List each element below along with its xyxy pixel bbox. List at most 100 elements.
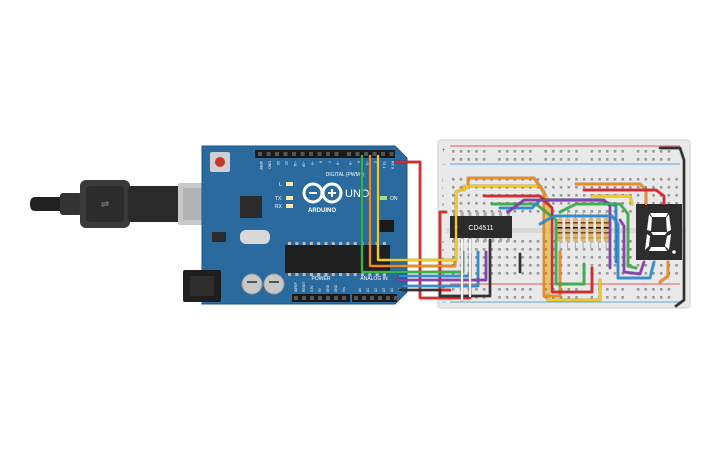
breadboard-hole[interactable]: [659, 202, 663, 205]
rail-hole[interactable]: [498, 288, 501, 291]
breadboard-hole[interactable]: [544, 272, 547, 275]
rail-hole[interactable]: [606, 296, 609, 299]
breadboard-hole[interactable]: [629, 256, 632, 259]
rail-hole[interactable]: [613, 150, 617, 153]
breadboard-hole[interactable]: [475, 248, 478, 251]
breadboard-hole[interactable]: [675, 264, 678, 267]
rail-hole[interactable]: [467, 288, 470, 291]
header-hole[interactable]: [310, 296, 314, 300]
breadboard-hole[interactable]: [636, 202, 640, 205]
breadboard-hole[interactable]: [452, 248, 455, 251]
rail-hole[interactable]: [636, 288, 640, 291]
wire-red[interactable]: [438, 210, 452, 292]
breadboard-hole[interactable]: [559, 194, 563, 197]
breadboard-hole[interactable]: [475, 202, 478, 205]
breadboard-hole[interactable]: [606, 256, 609, 259]
breadboard-hole[interactable]: [498, 248, 501, 251]
seven-segment-display[interactable]: 8: [0, 0, 682, 260]
header-hole[interactable]: [389, 152, 394, 156]
breadboard-hole[interactable]: [567, 202, 571, 205]
rail-hole[interactable]: [521, 296, 524, 299]
breadboard-hole[interactable]: [598, 186, 601, 189]
rail-hole[interactable]: [621, 296, 624, 299]
breadboard-hole[interactable]: [505, 272, 509, 275]
header-hole[interactable]: [386, 296, 390, 300]
breadboard-hole[interactable]: [621, 256, 624, 259]
rail-hole[interactable]: [513, 288, 517, 291]
breadboard-hole[interactable]: [590, 210, 594, 213]
rail-hole[interactable]: [513, 296, 517, 299]
breadboard-hole[interactable]: [652, 194, 655, 197]
cd4511-chip[interactable]: CD4511: [450, 212, 512, 242]
breadboard-hole[interactable]: [467, 256, 470, 259]
rail-hole[interactable]: [598, 150, 601, 153]
breadboard-hole[interactable]: [598, 248, 601, 251]
rail-hole[interactable]: [505, 150, 509, 153]
rail-hole[interactable]: [475, 158, 478, 161]
breadboard-hole[interactable]: [536, 272, 540, 275]
header-hole[interactable]: [275, 152, 279, 156]
breadboard-hole[interactable]: [521, 210, 524, 213]
breadboard-hole[interactable]: [636, 186, 640, 189]
breadboard-hole[interactable]: [552, 248, 555, 251]
breadboard-hole[interactable]: [621, 210, 624, 213]
breadboard-hole[interactable]: [475, 194, 478, 197]
breadboard-hole[interactable]: [529, 264, 532, 267]
breadboard-hole[interactable]: [559, 248, 563, 251]
breadboard-hole[interactable]: [582, 248, 586, 251]
breadboard-hole[interactable]: [667, 194, 671, 197]
breadboard-hole[interactable]: [675, 178, 678, 181]
breadboard-hole[interactable]: [659, 264, 663, 267]
rail-hole[interactable]: [559, 158, 563, 161]
breadboard-hole[interactable]: [675, 186, 678, 189]
breadboard-hole[interactable]: [575, 256, 578, 259]
wire-green[interactable]: [558, 202, 638, 270]
rail-hole[interactable]: [452, 158, 455, 161]
breadboard-hole[interactable]: [552, 178, 555, 181]
breadboard-hole[interactable]: [575, 248, 578, 251]
breadboard-hole[interactable]: [529, 272, 532, 275]
rail-hole[interactable]: [590, 150, 594, 153]
breadboard-hole[interactable]: [559, 202, 563, 205]
breadboard-hole[interactable]: [475, 178, 478, 181]
rail-hole[interactable]: [529, 150, 532, 153]
breadboard-hole[interactable]: [452, 202, 455, 205]
header-hole[interactable]: [372, 152, 377, 156]
breadboard-hole[interactable]: [536, 248, 540, 251]
header-hole[interactable]: [334, 152, 339, 156]
breadboard-hole[interactable]: [606, 248, 609, 251]
breadboard-hole[interactable]: [513, 256, 517, 259]
breadboard-hole[interactable]: [582, 178, 586, 181]
rail-hole[interactable]: [513, 150, 517, 153]
breadboard-hole[interactable]: [629, 240, 632, 243]
rail-hole[interactable]: [567, 296, 571, 299]
header-hole[interactable]: [378, 296, 382, 300]
rail-hole[interactable]: [505, 296, 509, 299]
header-hole[interactable]: [381, 152, 385, 156]
breadboard-hole[interactable]: [621, 248, 624, 251]
breadboard-hole[interactable]: [575, 186, 578, 189]
wire-black[interactable]: [398, 238, 492, 298]
breadboard-hole[interactable]: [621, 202, 624, 205]
breadboard-hole[interactable]: [567, 178, 571, 181]
wire-blue[interactable]: [402, 250, 480, 288]
breadboard-hole[interactable]: [621, 186, 624, 189]
breadboard-hole[interactable]: [529, 186, 532, 189]
rail-hole[interactable]: [475, 150, 478, 153]
breadboard-hole[interactable]: [482, 272, 486, 275]
wire-purple[interactable]: [618, 218, 646, 276]
rail-hole[interactable]: [498, 296, 501, 299]
wire-green[interactable]: [490, 202, 586, 286]
breadboard-hole[interactable]: [513, 264, 517, 267]
breadboard-hole[interactable]: [644, 186, 648, 189]
rail-hole[interactable]: [505, 288, 509, 291]
breadboard-hole[interactable]: [598, 210, 601, 213]
breadboard-hole[interactable]: [529, 240, 532, 243]
rail-hole[interactable]: [544, 296, 547, 299]
rail-hole[interactable]: [559, 150, 563, 153]
breadboard-hole[interactable]: [459, 210, 463, 213]
rail-hole[interactable]: [575, 150, 578, 153]
rail-hole[interactable]: [606, 150, 609, 153]
breadboard-hole[interactable]: [467, 210, 470, 213]
breadboard-hole[interactable]: [544, 264, 547, 267]
